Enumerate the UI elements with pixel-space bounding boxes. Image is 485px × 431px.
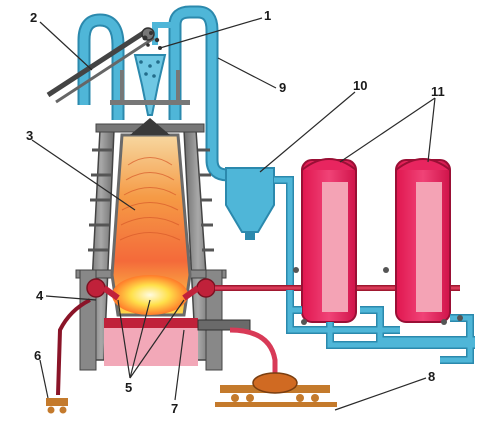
label-9-gas-offtake: 9	[279, 80, 286, 95]
dust-catcher	[225, 167, 294, 290]
label-1-charging-top: 1	[264, 8, 271, 23]
label-3-furnace-shaft: 3	[26, 128, 33, 143]
label-8-ladle-train: 8	[428, 369, 435, 384]
stove-right	[395, 158, 451, 323]
label-4-bustle-pipe: 4	[36, 288, 44, 303]
hot-blast-stoves	[286, 158, 475, 364]
label-5-tuyeres: 5	[125, 380, 132, 395]
hearth	[104, 318, 251, 366]
label-2-skip-hoist: 2	[30, 10, 37, 25]
stove-left	[301, 158, 357, 323]
label-6-iron-tap: 6	[34, 348, 41, 363]
label-10-dust-catcher: 10	[353, 78, 367, 93]
gas-uptake-pipes	[77, 5, 238, 182]
leader-lines	[31, 17, 436, 411]
charging-top	[110, 31, 190, 116]
callout-labels: 1 2 3 4 5 6 7 8 9 10 11	[26, 8, 445, 416]
furnace-shaft	[110, 118, 192, 317]
ladle-train	[46, 327, 337, 414]
label-7-slag-notch: 7	[171, 401, 178, 416]
label-11-stoves: 11	[431, 84, 445, 99]
